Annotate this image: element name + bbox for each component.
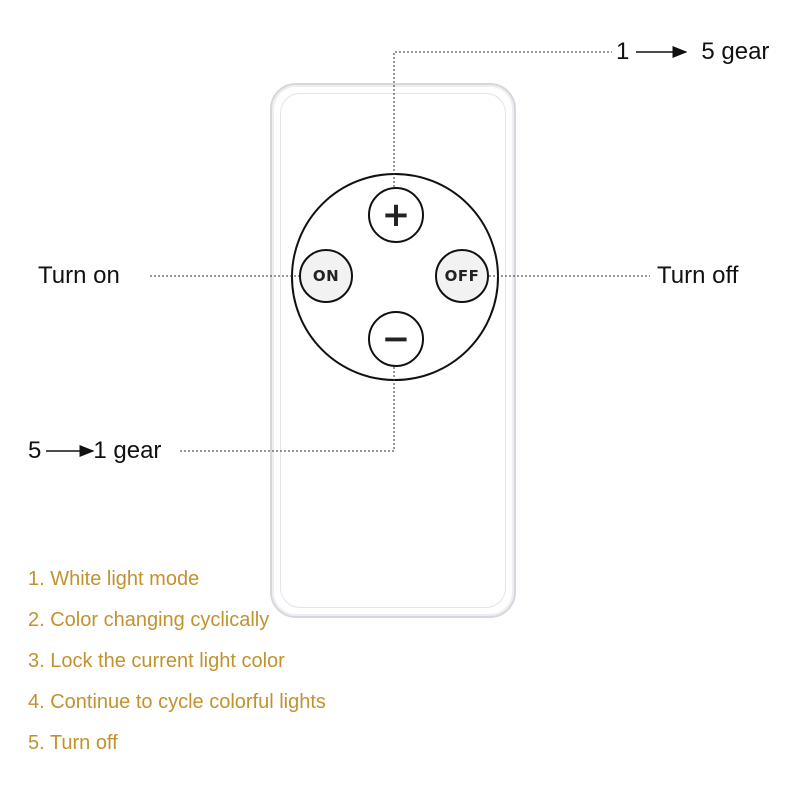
off-button-label: OFF: [444, 267, 480, 285]
plus-icon: +: [381, 195, 411, 235]
plus-button[interactable]: +: [368, 187, 424, 243]
mode-item: 5. Turn off: [28, 732, 118, 754]
on-button-label: ON: [312, 267, 340, 285]
label-increase-from: 1: [616, 38, 630, 65]
label-turn-on: Turn on: [38, 262, 120, 289]
label-decrease-to: 1 gear: [93, 437, 162, 464]
off-button[interactable]: OFF: [435, 249, 489, 303]
mode-list: 1. White light mode 2. Color changing cy…: [28, 566, 326, 771]
minus-button[interactable]: −: [368, 311, 424, 367]
label-decrease-gear: 5 1 gear: [28, 437, 161, 465]
mode-item: 1. White light mode: [28, 568, 200, 590]
label-turn-off: Turn off: [657, 262, 739, 289]
on-button[interactable]: ON: [299, 249, 353, 303]
remote-face: [280, 93, 506, 608]
mode-item: 4. Continue to cycle colorful lights: [28, 691, 326, 713]
mode-item: 2. Color changing cyclically: [28, 609, 270, 631]
label-decrease-from: 5: [28, 437, 42, 464]
mode-item: 3. Lock the current light color: [28, 650, 285, 672]
label-increase-to: 5 gear: [701, 38, 770, 65]
minus-icon: −: [381, 319, 411, 359]
label-increase-gear: 1 5 gear: [616, 38, 769, 66]
